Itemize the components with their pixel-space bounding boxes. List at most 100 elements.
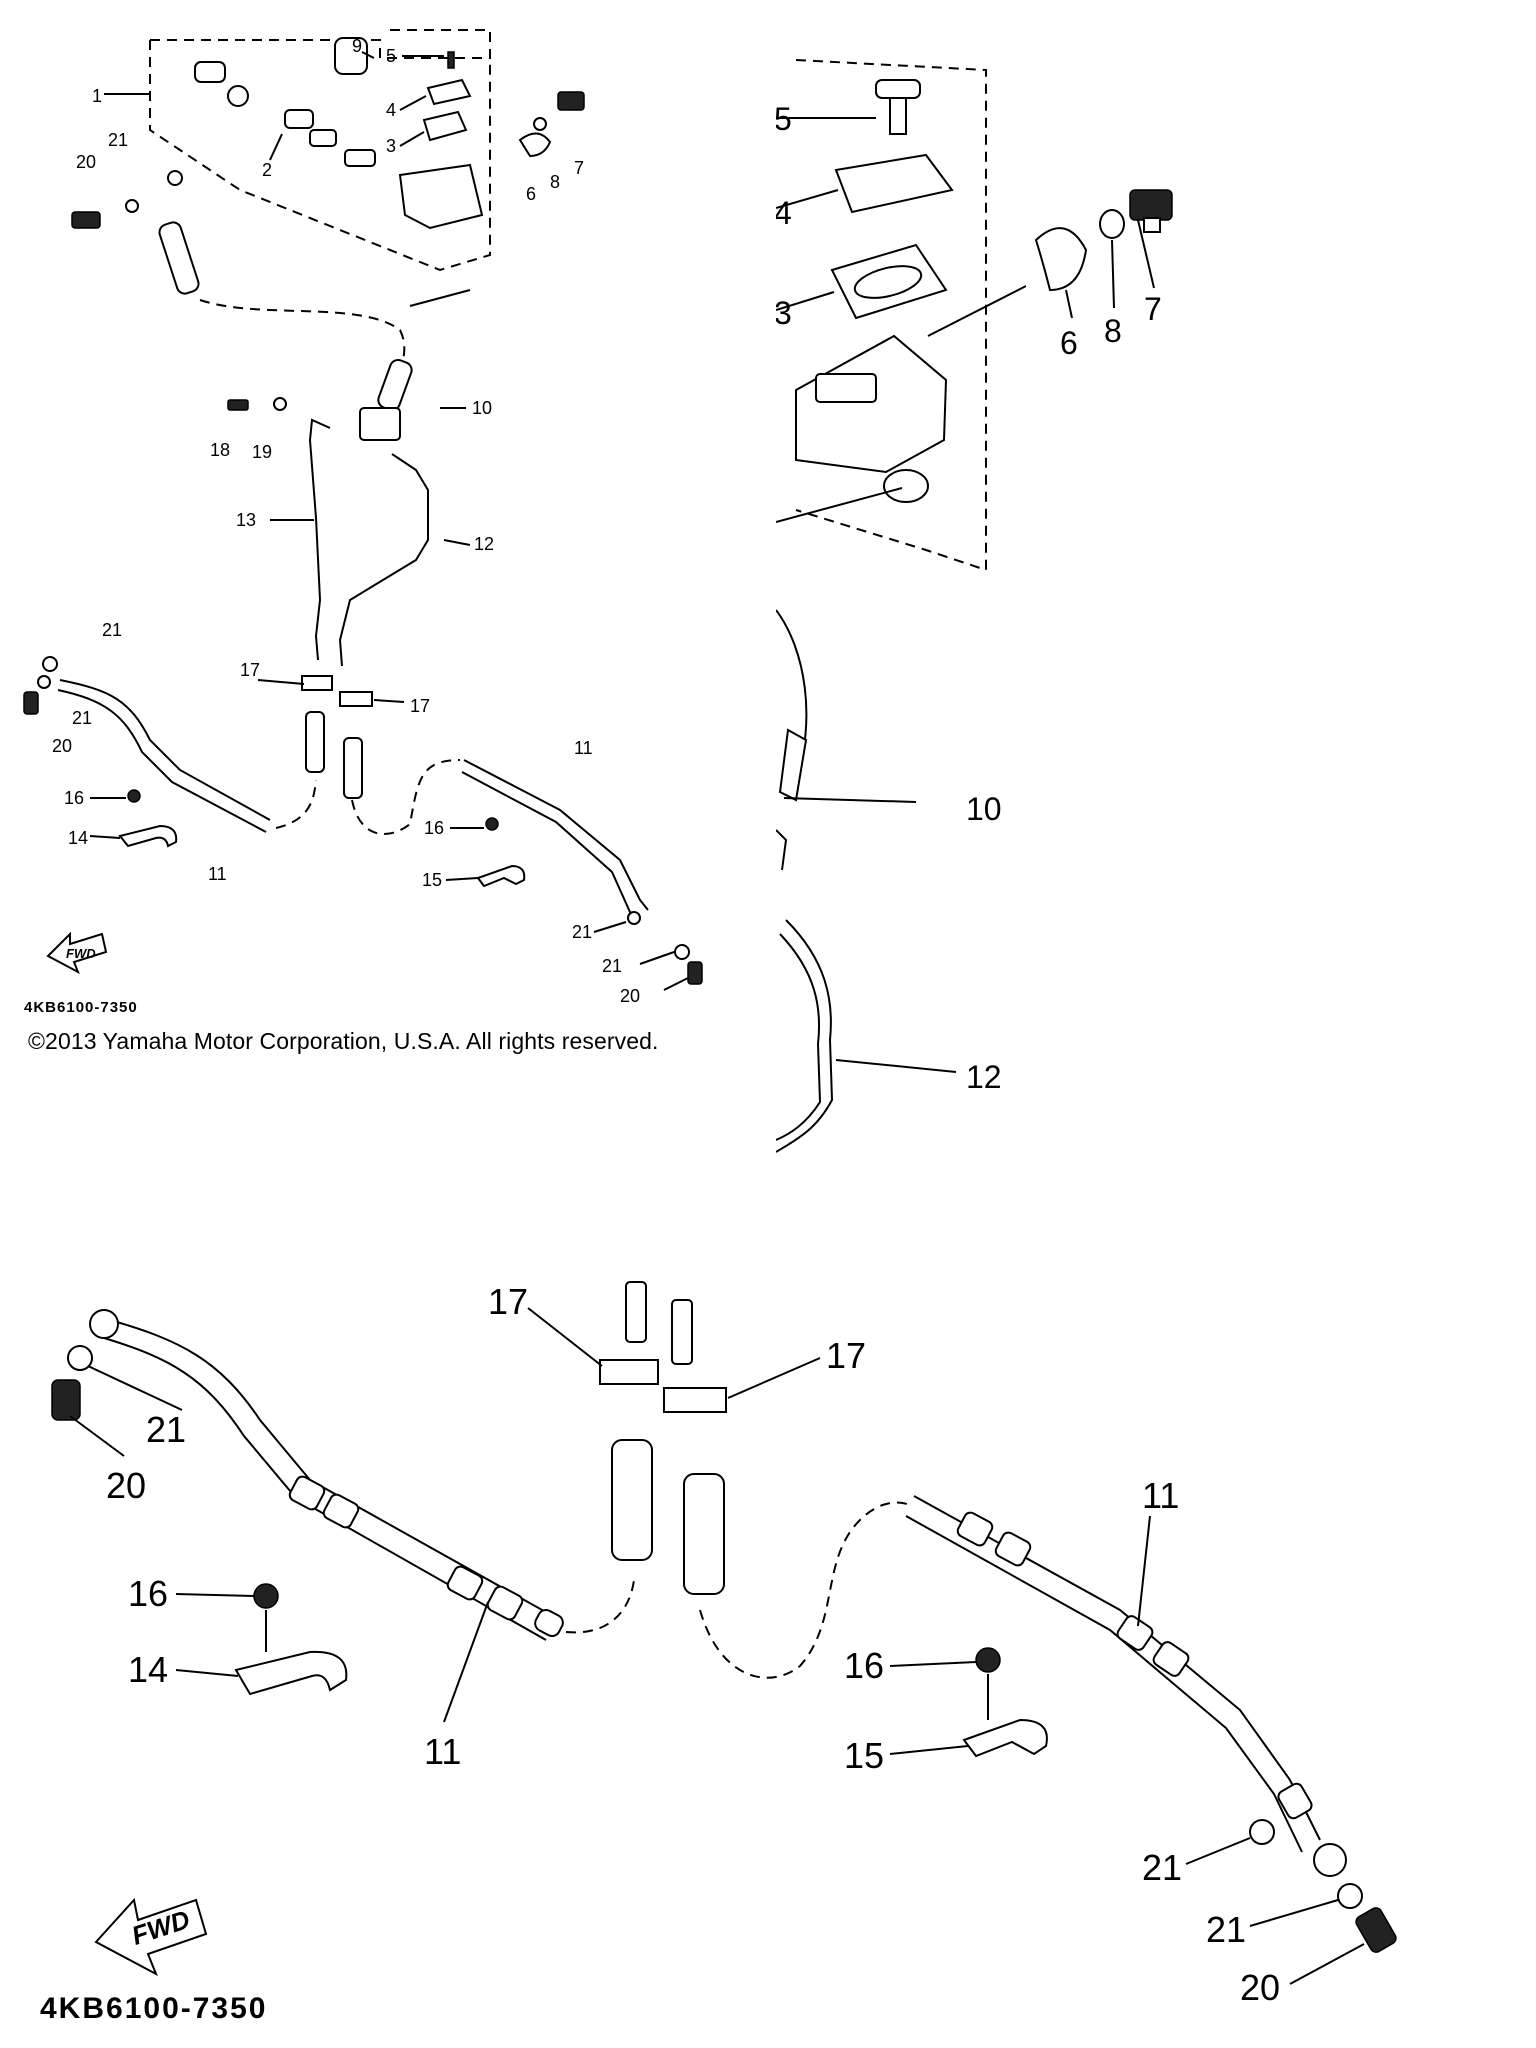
pipe-clamp-17-left [301,675,333,691]
detail-gasket-right-lower [1337,1883,1363,1909]
detail-brake-hoses: FWD 17 17 21 20 16 14 11 11 16 15 21 21 … [0,1280,1536,2040]
pipe-clamp-17-right [339,691,373,707]
detail-bracket-15 [962,1718,1048,1758]
callout-7: 7 [574,158,584,178]
detail-callout-3: 3 [776,295,792,331]
master-cylinder-body [398,163,484,230]
callout-11-right: 11 [574,738,593,758]
callout-6: 6 [526,184,536,204]
overview-svg: FWD 1 2 3 4 5 6 7 8 9 10 11 11 12 13 14 … [23,29,703,1016]
detail-callout-17-right: 17 [826,1335,866,1376]
assembly-box [150,29,491,59]
boot-part [334,37,368,75]
callout-3: 3 [386,136,396,156]
callout-21-right-lower: 21 [602,956,622,976]
leader-12 [835,1059,957,1073]
hose-fitting-left [305,711,325,773]
detail-hose-left-edge [103,1337,547,1641]
detail-bolt-16-right [975,1647,1001,1673]
leader-3 [776,291,835,311]
detail-gasket-left [67,1345,93,1371]
reservoir-detail [815,373,877,403]
screw-5-part [875,79,921,99]
detail-union-bolt-left [51,1379,81,1421]
detail-top-svg: 5 4 3 10 12 [776,59,1026,1153]
callout-16-right: 16 [424,818,444,838]
holder-leader-line [927,285,1026,337]
brake-hose-upper [158,221,200,295]
callout-21-left-upper: 21 [102,620,122,640]
diaphragm-part [422,110,468,142]
callout-9: 9 [352,36,362,56]
detail-part-code: 4KB6100-7350 [40,1992,267,2025]
detail-callout-11-right: 11 [1142,1475,1179,1516]
bolt-16-right [485,817,499,831]
leader-7 [1137,219,1155,289]
bracket-14 [118,824,178,848]
callout-20-left: 20 [52,736,72,756]
detail-hose-right [913,1495,1321,1841]
callout-21-right-upper: 21 [572,922,592,942]
fitting-detail [776,829,788,871]
detail-callout-15: 15 [844,1735,884,1776]
callout-4: 4 [386,100,396,120]
holder-6 [1034,227,1088,292]
banjo-right [1313,1843,1347,1877]
detail-callout-21-right-upper: 21 [1142,1847,1182,1888]
callout-2: 2 [262,160,272,180]
bolt-7-head [1129,189,1173,221]
callout-13: 13 [236,510,256,530]
detail-callout-11-left: 11 [424,1731,461,1772]
piston-seal-part [227,85,249,107]
gasket-part [627,911,641,925]
assembly-box-lower [149,40,491,272]
detail-callout-8: 8 [1104,313,1122,349]
piston-part [284,109,314,129]
callout-11-left: 11 [208,864,227,884]
detail-clamp-17-right [663,1387,727,1413]
detail-fitting-right [683,1473,725,1595]
overview-diagram: FWD 1 2 3 4 5 6 7 8 9 10 11 11 12 13 14 … [0,0,760,1080]
detail-bolt-16-left [253,1583,279,1609]
callout-20-top: 20 [76,152,96,172]
brake-hose-right-edge [461,771,639,921]
bolt-7-shank [1143,217,1161,233]
detail-assembly-box [795,59,987,572]
diaphragm-holder-4 [834,153,954,214]
brake-pipe-detail [776,919,834,1153]
detail-callout-21-left: 21 [146,1409,186,1450]
screw-5-shank [889,97,907,135]
bolt-16-left [127,789,141,803]
pipe-out-line [776,487,903,523]
brake-hose-right [463,759,649,911]
detail-hose-left-ferrules [288,1475,564,1637]
piston-cup-part [194,61,226,83]
hose-fitting-right [343,737,363,799]
leader-6 [1065,289,1073,319]
fwd-label: FWD [66,946,96,961]
diaphragm-holder-part [426,78,472,106]
callout-17-right: 17 [410,696,430,716]
detail-master-cylinder: 5 4 3 10 12 [776,40,1026,1180]
gasket-part [167,170,183,186]
screw-part [447,51,455,69]
detail-route-right [699,1501,913,1679]
diaphragm-ridge [853,265,923,299]
callout-18: 18 [210,440,230,460]
part-code: 4KB6100-7350 [24,999,138,1016]
leader-4 [776,189,839,209]
bolt-part [557,91,585,111]
callout-1: 1 [92,86,102,106]
fwd-arrow-icon: FWD [46,931,108,975]
callout-17-left: 17 [240,660,260,680]
detail-clamp-svg: 6 7 8 [1034,189,1173,361]
callout-21-left-lower: 21 [72,708,92,728]
gasket-part [125,199,139,213]
hose-route [199,299,406,381]
detail-hose-right-ferrules [956,1511,1313,1820]
cylinder-bore-detail [883,469,929,503]
callout-10: 10 [472,398,492,418]
detail-callout-6: 6 [1060,325,1078,361]
washer-19-part [273,397,287,411]
detail-callout-4: 4 [776,195,792,231]
